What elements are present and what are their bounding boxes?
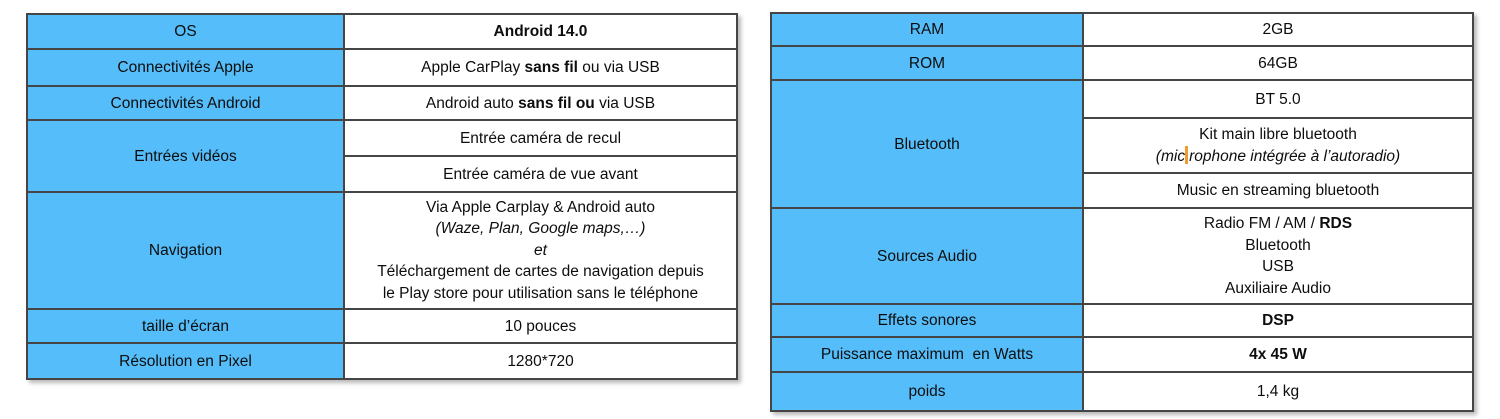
row-value-navigation: Via Apple Carplay & Android auto (Waze, …	[343, 191, 738, 310]
row-value-os: Android 14.0	[343, 13, 738, 50]
row-value-connectivites-apple: Apple CarPlay sans fil ou via USB	[343, 48, 738, 87]
sources-audio-line: Auxiliaire Audio	[1225, 279, 1331, 297]
table-row: Sources Audio Radio FM / AM / RDS Blueto…	[770, 207, 1474, 305]
table-row: ROM 64GB	[770, 45, 1474, 81]
row-value-connectivites-android: Android auto sans fil ou via USB	[343, 85, 738, 121]
navigation-line: (Waze, Plan, Google maps,…)	[435, 220, 646, 238]
text-segment: sans fil	[524, 59, 578, 76]
text-segment: Kit main libre bluetooth	[1199, 126, 1357, 143]
text-segment: ou via USB	[577, 59, 660, 76]
text-segment: sans fil ou	[518, 94, 595, 112]
row-label-connectivites-android: Connectivités Android	[26, 85, 345, 121]
row-value-effets-sonores: DSP	[1082, 303, 1474, 338]
row-value-poids: 1,4 kg	[1082, 371, 1474, 412]
row-value-resolution: 1280*720	[343, 342, 738, 380]
right-spec-table: RAM 2GB ROM 64GB Bluetooth BT 5.0 Kit ma…	[770, 12, 1474, 412]
row-value-bt-version: BT 5.0	[1082, 79, 1474, 119]
navigation-line: le Play store pour utilisation sans le t…	[382, 284, 699, 302]
navigation-line: Via Apple Carplay & Android auto	[426, 198, 655, 216]
navigation-line: Téléchargement de cartes de navigation d…	[377, 263, 704, 281]
row-value-camera-recul: Entrée caméra de recul	[343, 119, 738, 157]
sources-audio-line: Radio FM / AM / RDS	[1092, 213, 1464, 235]
row-value-ram: 2GB	[1082, 12, 1474, 47]
row-label-sources-audio: Sources Audio	[770, 207, 1084, 305]
table-row: Entrées vidéos Entrée caméra de recul	[26, 119, 738, 193]
table-row: Connectivités Android Android auto sans …	[26, 85, 738, 121]
row-label-resolution: Résolution en Pixel	[26, 342, 345, 380]
text-segment: rophone intégrée à l’autoradio)	[1189, 147, 1401, 165]
text-segment: Android auto	[425, 94, 519, 112]
table-row: Puissance maximum en Watts 4x 45 W	[770, 336, 1474, 373]
table-row: taille d’écran 10 pouces	[26, 308, 738, 344]
left-spec-table: OS Android 14.0 Connectivités Apple Appl…	[26, 13, 738, 380]
row-label-rom: ROM	[770, 45, 1084, 81]
text-segment: Radio FM / AM /	[1203, 215, 1320, 232]
table-row: Music en streaming bluetooth	[771, 172, 1474, 209]
row-value-music-streaming: Music en streaming bluetooth	[1082, 172, 1474, 209]
row-value-rom: 64GB	[1082, 45, 1474, 81]
row-label-effets-sonores: Effets sonores	[770, 303, 1084, 338]
row-label-puissance: Puissance maximum en Watts	[770, 336, 1084, 373]
text-segment: Apple CarPlay	[421, 59, 525, 76]
table-row: Connectivités Apple Apple CarPlay sans f…	[26, 48, 738, 87]
row-label-poids: poids	[770, 371, 1084, 412]
row-value-sources-audio: Radio FM / AM / RDS Bluetooth USB Auxili…	[1082, 207, 1474, 305]
row-value-puissance: 4x 45 W	[1082, 336, 1474, 373]
navigation-line: et	[534, 241, 547, 259]
row-value-taille-ecran: 10 pouces	[343, 308, 738, 344]
text-cursor	[1185, 145, 1189, 164]
row-value-camera-avant: Entrée caméra de vue avant	[343, 155, 738, 193]
row-label-taille-ecran: taille d’écran	[26, 308, 345, 344]
row-label-ram: RAM	[770, 12, 1084, 47]
row-label-entrees-videos: Entrées vidéos	[26, 119, 345, 193]
row-label-navigation: Navigation	[26, 191, 345, 310]
text-segment: (mic	[1155, 147, 1186, 165]
row-label-bluetooth: Bluetooth	[770, 79, 1084, 209]
text-segment: via USB	[594, 94, 656, 112]
table-row: RAM 2GB	[770, 12, 1474, 47]
table-row: Bluetooth BT 5.0	[770, 79, 1474, 209]
table-row: Navigation Via Apple Carplay & Android a…	[26, 191, 738, 310]
table-row: OS Android 14.0	[26, 13, 738, 50]
sources-audio-line: USB	[1262, 258, 1294, 275]
table-row: Résolution en Pixel 1280*720	[26, 342, 738, 380]
text-segment: RDS	[1319, 215, 1353, 232]
table-row: Effets sonores DSP	[770, 303, 1474, 338]
row-label-connectivites-apple: Connectivités Apple	[26, 48, 345, 87]
table-row: Entrée caméra de vue avant	[27, 155, 738, 193]
sources-audio-line: Bluetooth	[1245, 236, 1311, 254]
table-row: poids 1,4 kg	[770, 371, 1474, 412]
row-label-os: OS	[26, 13, 345, 50]
